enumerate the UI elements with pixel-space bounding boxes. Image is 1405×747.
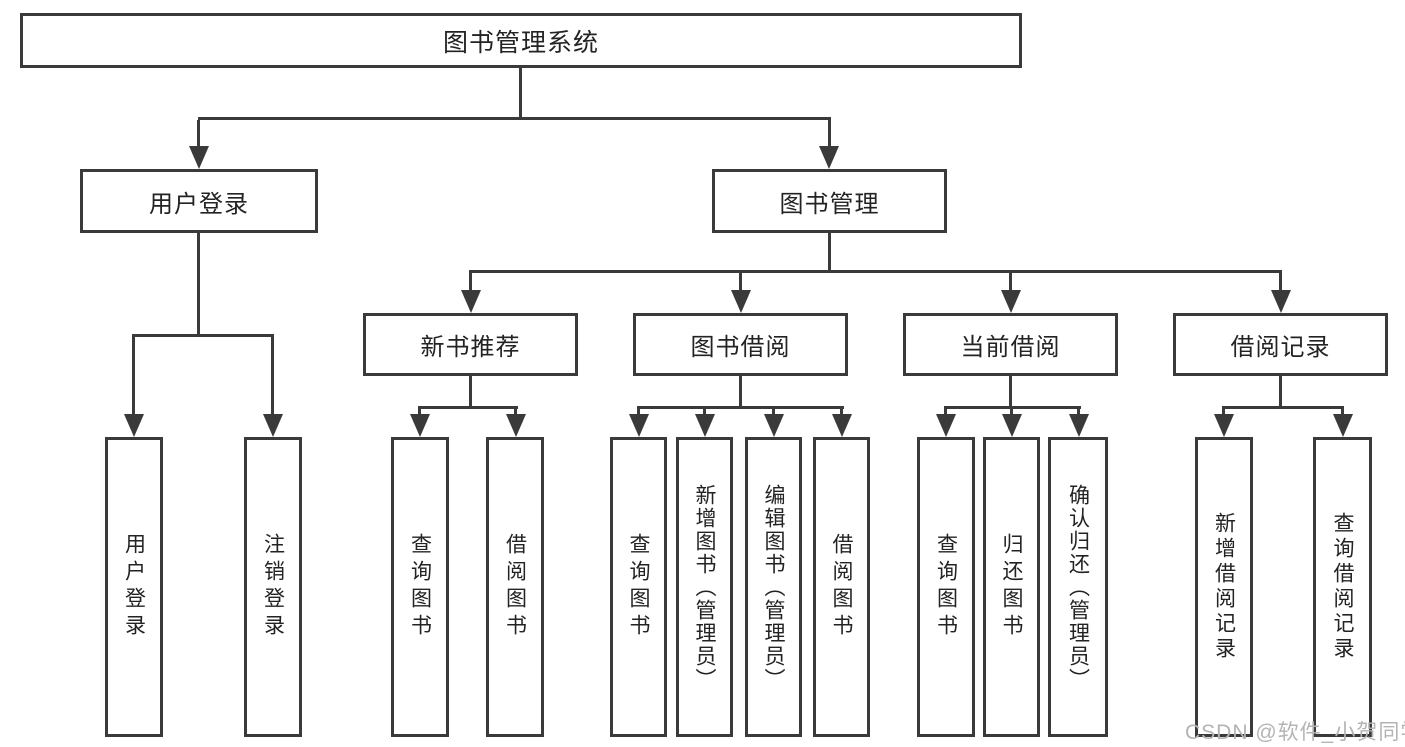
connector-line [1341, 409, 1344, 418]
connector-line [132, 334, 274, 337]
connector-line [271, 337, 274, 415]
node-logout: 注销登录 [244, 437, 302, 737]
connector-line [132, 337, 135, 415]
node-user-login-leaf: 用户登录 [105, 437, 163, 737]
node-label: 查询图书 [408, 533, 432, 641]
node-label: 编辑图书（管理员） [762, 483, 785, 691]
arrowhead-down [189, 146, 209, 169]
node-label: 新书推荐 [420, 334, 521, 361]
connector-line [944, 406, 1081, 409]
connector-line [840, 409, 843, 418]
node-add-book-admin: 新增图书（管理员） [676, 437, 733, 737]
arrowhead-down [506, 414, 526, 437]
arrowhead-down [695, 414, 715, 437]
arrowhead-down [764, 414, 784, 437]
node-label: 图书管理 [779, 190, 880, 218]
node-label: 用户登录 [149, 190, 249, 218]
node-book-borrowing: 图书借阅 [633, 313, 848, 376]
arrowhead-down [124, 414, 144, 437]
node-query-borrow-record: 查询借阅记录 [1313, 437, 1372, 737]
node-label: 确认归还（管理员） [1066, 483, 1090, 691]
arrowhead-down [936, 414, 956, 437]
arrowhead-down [832, 414, 852, 437]
arrowhead-down [1002, 414, 1022, 437]
node-label: 新增图书（管理员） [693, 483, 716, 691]
node-user-login: 用户登录 [80, 169, 318, 233]
node-new-book-recommendation: 新书推荐 [363, 313, 578, 376]
watermark: CSDN @软件_小贺同学 [1185, 721, 1405, 744]
node-label: 用户登录 [122, 533, 146, 641]
arrowhead-down [1271, 290, 1291, 313]
arrowhead-down [263, 414, 283, 437]
node-label: 图书管理系统 [442, 28, 599, 57]
node-library-system: 图书管理系统 [20, 13, 1022, 68]
connector-line [1010, 409, 1013, 418]
node-label: 借阅记录 [1230, 334, 1331, 361]
connector-line [1009, 273, 1012, 292]
connector-line [469, 376, 472, 409]
node-return-books: 归还图书 [983, 437, 1040, 737]
connector-line [197, 120, 200, 148]
node-book-management: 图书管理 [712, 169, 947, 233]
node-label: 查询图书 [627, 533, 650, 641]
node-label: 查询借阅记录 [1331, 512, 1354, 662]
node-borrow-books: 借阅图书 [486, 437, 544, 737]
connector-line [1077, 409, 1080, 418]
connector-line [637, 409, 640, 418]
connector-line [828, 120, 831, 148]
node-query-books: 查询图书 [391, 437, 449, 737]
node-confirm-return-admin: 确认归还（管理员） [1048, 437, 1108, 737]
arrowhead-down [1333, 414, 1353, 437]
connector-line [418, 406, 518, 409]
node-borrowing-records: 借阅记录 [1173, 313, 1388, 376]
connector-line [637, 406, 844, 409]
node-label: 查询图书 [934, 533, 958, 641]
node-label: 当前借阅 [960, 334, 1061, 361]
node-label: 归还图书 [1000, 533, 1023, 641]
arrowhead-down [1214, 414, 1234, 437]
node-borrow-books: 借阅图书 [813, 437, 870, 737]
connector-line [739, 376, 742, 409]
node-label: 借阅图书 [830, 533, 853, 641]
node-add-borrow-record: 新增借阅记录 [1195, 437, 1253, 737]
connector-line [519, 68, 522, 118]
node-label: 注销登录 [261, 533, 285, 641]
connector-line [739, 273, 742, 292]
node-current-borrowing: 当前借阅 [903, 313, 1118, 376]
connector-line [469, 273, 472, 292]
connector-line [1222, 406, 1344, 409]
node-label: 新增借阅记录 [1212, 512, 1236, 662]
connector-line [418, 409, 421, 418]
arrowhead-down [461, 290, 481, 313]
connector-line [1222, 409, 1225, 418]
connector-line [828, 233, 831, 273]
node-query-books: 查询图书 [610, 437, 667, 737]
connector-line [703, 409, 706, 418]
arrowhead-down [731, 290, 751, 313]
connector-line [469, 270, 1282, 273]
connector-line [1279, 273, 1282, 292]
arrowhead-down [410, 414, 430, 437]
connector-line [1009, 376, 1012, 409]
node-edit-book-admin: 编辑图书（管理员） [745, 437, 802, 737]
node-label: 借阅图书 [503, 533, 527, 641]
connector-line [514, 409, 517, 418]
arrowhead-down [819, 146, 839, 169]
connector-line [197, 233, 200, 337]
connector-line [772, 409, 775, 418]
arrowhead-down [629, 414, 649, 437]
connector-line [944, 409, 947, 418]
node-label: 图书借阅 [690, 334, 791, 361]
arrowhead-down [1001, 290, 1021, 313]
arrowhead-down [1069, 414, 1089, 437]
node-query-books: 查询图书 [917, 437, 975, 737]
connector-line [198, 117, 831, 120]
connector-line [1279, 376, 1282, 409]
